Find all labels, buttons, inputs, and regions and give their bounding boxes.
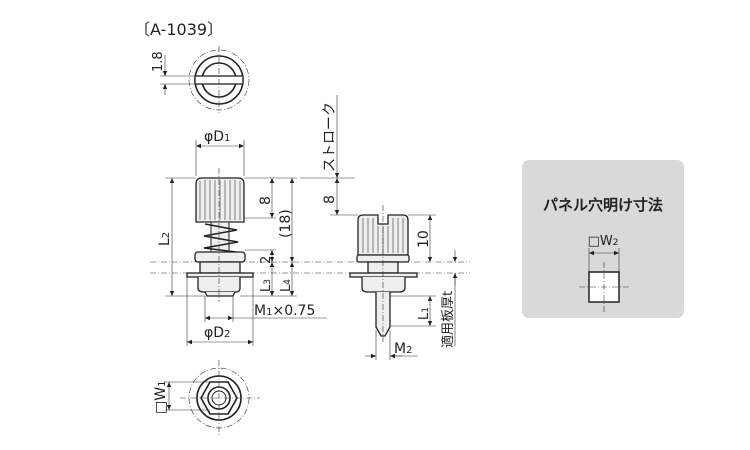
dim-8-label: 8 bbox=[258, 196, 274, 205]
l3-label: L3 bbox=[259, 279, 274, 292]
side-view: φD1 L2 8 (18) 2 L3 L4 M1×0.75 φD2 bbox=[157, 129, 327, 346]
drawing-title: 〔A-1039〕 bbox=[134, 20, 223, 39]
d1-label: φD1 bbox=[204, 129, 230, 145]
thickness-label: 適用板厚t bbox=[440, 291, 456, 348]
dim-10-label: 10 bbox=[416, 230, 432, 248]
d2-label: φD2 bbox=[204, 325, 230, 341]
w1-label: □W1 bbox=[153, 381, 169, 414]
bottom-view: □W1 bbox=[153, 360, 260, 435]
dim-18-label: (18) bbox=[278, 209, 294, 238]
right-view: ストローク 8 10 適用板厚t L1 M2 bbox=[300, 95, 458, 360]
m1-label: M1×0.75 bbox=[254, 303, 315, 319]
l1-label: L1 bbox=[417, 307, 432, 320]
slot-dim-label: 1.8 bbox=[151, 51, 166, 72]
panel-cutout-title: パネル穴明け寸法 bbox=[543, 196, 663, 214]
top-view: 1.8 bbox=[151, 46, 250, 113]
panel-cutout-box: パネル穴明け寸法 □W2 bbox=[522, 160, 684, 318]
stroke-label: ストローク bbox=[322, 102, 338, 172]
l4-label: L4 bbox=[279, 279, 294, 292]
m2-label: M2 bbox=[394, 341, 412, 357]
dim-2-label: 2 bbox=[259, 256, 274, 264]
w2-label: □W2 bbox=[588, 234, 619, 249]
stroke-dim-label: 8 bbox=[322, 195, 338, 204]
l2-label: L2 bbox=[157, 232, 173, 246]
